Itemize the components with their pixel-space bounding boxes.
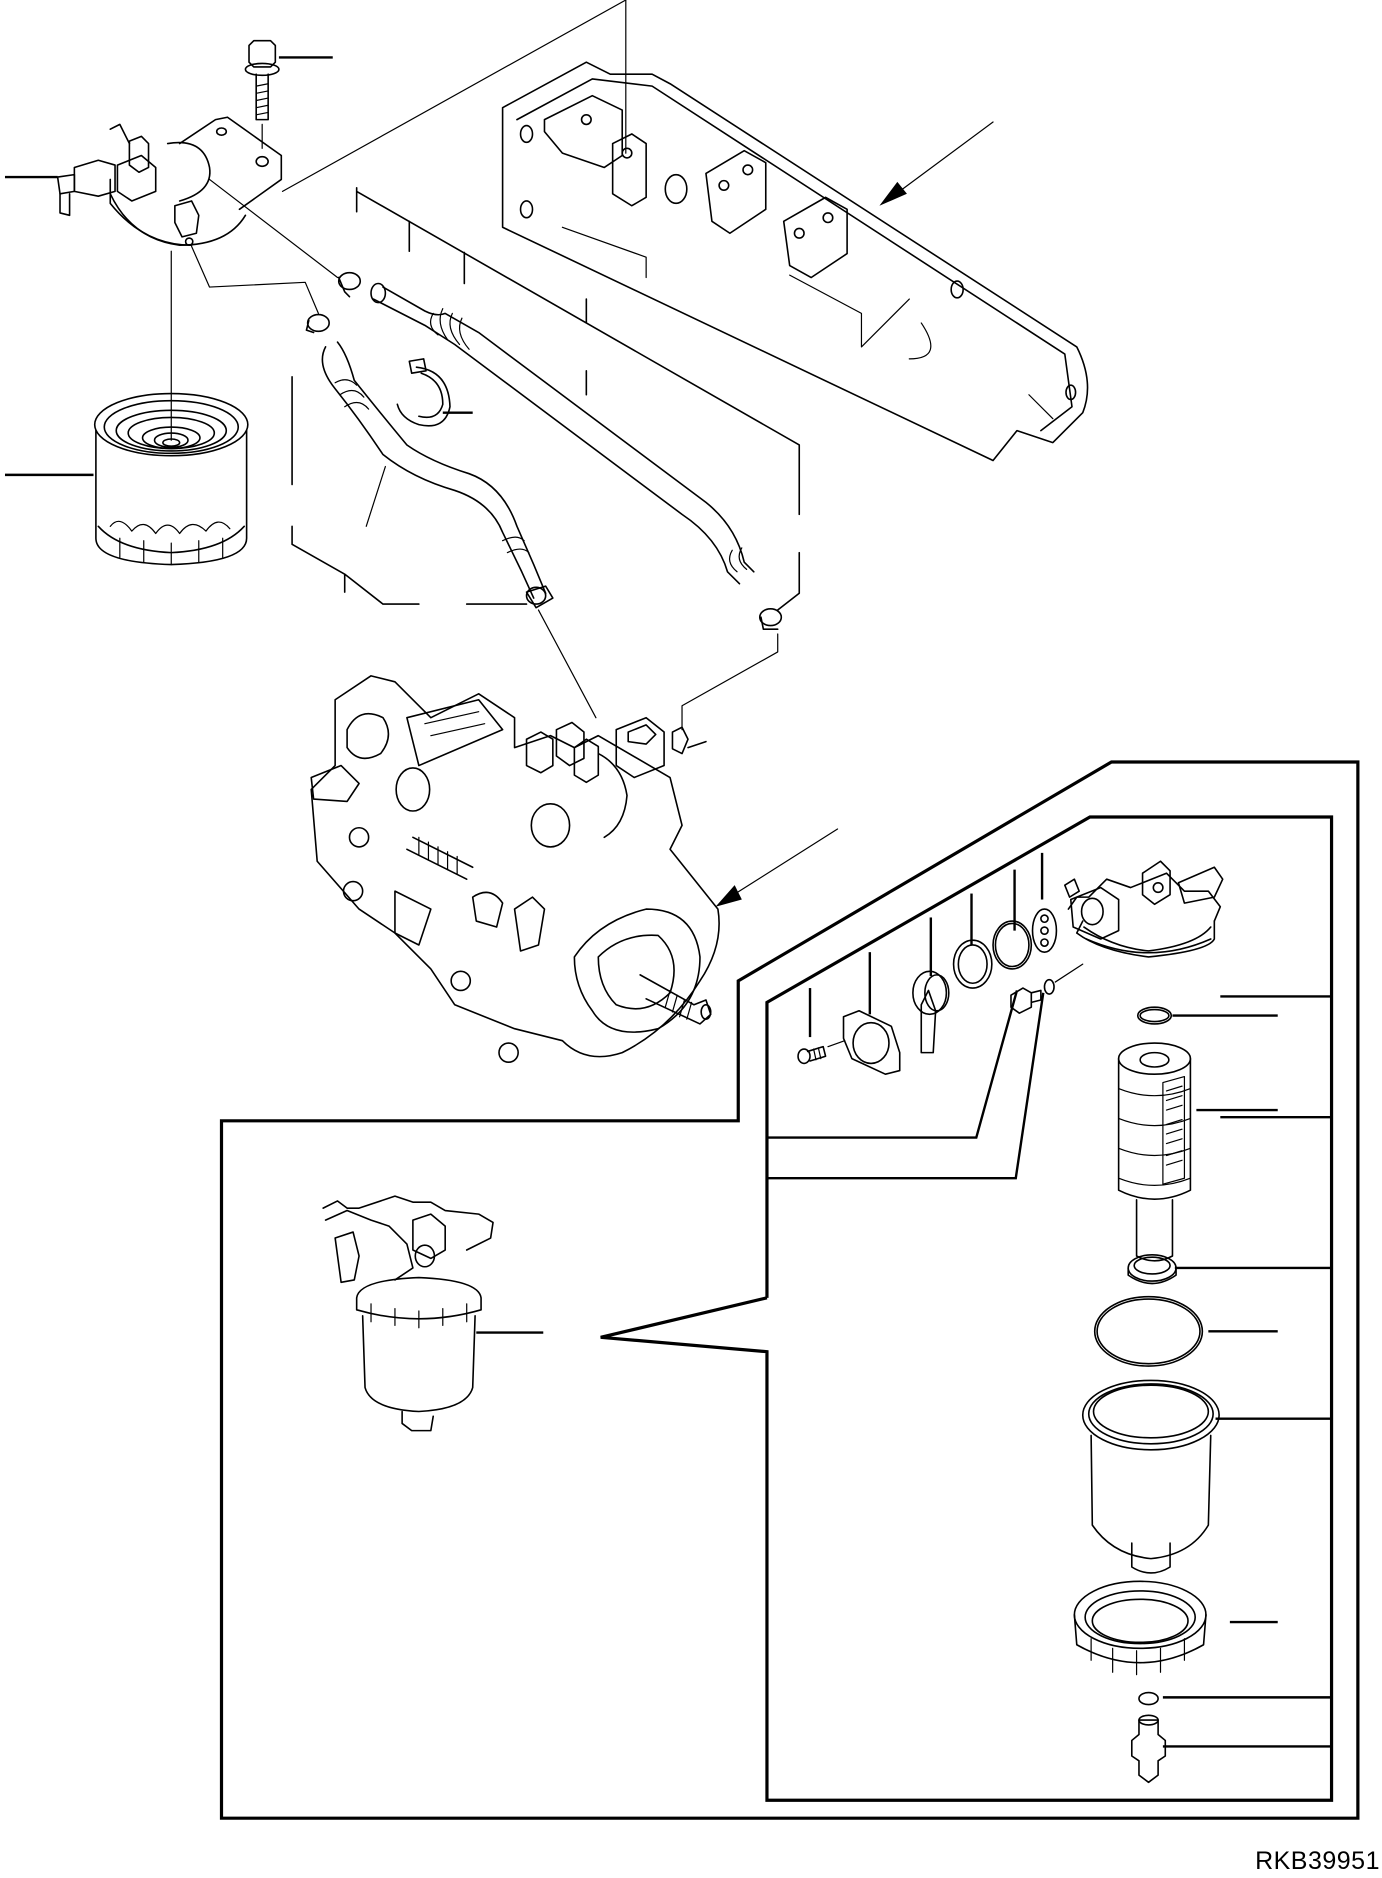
fuel-hose-bent[interactable]: Fuel hose bbox=[322, 342, 552, 608]
o-ring-small[interactable]: O-ring bbox=[1044, 980, 1054, 994]
direction-arrow-pump bbox=[715, 829, 838, 907]
cock-lever[interactable]: Cock lever bbox=[913, 971, 949, 1052]
mounting-bolt[interactable]: Mounting bolt bbox=[245, 41, 278, 120]
separator-head[interactable]: Separator head bbox=[1065, 861, 1223, 957]
retainer-plate[interactable]: Plate bbox=[844, 1011, 900, 1074]
o-ring-bowl[interactable]: O-ring bbox=[1095, 1297, 1203, 1366]
filter-element[interactable]: Filter element bbox=[1119, 1043, 1191, 1261]
outer-frame bbox=[222, 762, 1358, 1818]
band-clamp[interactable]: Band clamp bbox=[397, 359, 450, 426]
air-bleed-plug[interactable]: Plug bbox=[1011, 988, 1041, 1013]
water-level-sensor[interactable]: Sensor bbox=[1132, 1715, 1165, 1782]
valve-plate[interactable]: Valve plate bbox=[1033, 909, 1057, 952]
guide-line-clamp-2 bbox=[210, 179, 338, 277]
intake-manifold[interactable]: Manifold bbox=[503, 62, 1088, 460]
o-ring-sensor[interactable]: O-ring bbox=[1139, 1693, 1158, 1705]
o-ring-element[interactable]: O-ring bbox=[1138, 1007, 1171, 1024]
guide-line-head-manifold bbox=[283, 0, 626, 191]
group-bracket-hoses bbox=[292, 188, 799, 610]
guide-line-bent-hose bbox=[366, 467, 385, 527]
guide-o-ring-head bbox=[1055, 964, 1083, 982]
packing[interactable]: Packing bbox=[954, 940, 992, 988]
guide-line-pump-inlet bbox=[538, 610, 595, 718]
screw[interactable]: Screw bbox=[798, 1047, 826, 1064]
inner-frame-divider-1 bbox=[767, 990, 1017, 1137]
separator-bowl[interactable]: Bowl bbox=[1083, 1380, 1219, 1573]
fuel-injection-pump[interactable]: Fuel injection pump bbox=[311, 676, 719, 1062]
inner-frame bbox=[601, 817, 1332, 1800]
guide-screw-plate bbox=[828, 1041, 845, 1047]
guide-line-pump-outlet bbox=[682, 634, 778, 730]
figure-reference-code: RKB39951 bbox=[1255, 1847, 1380, 1875]
spacer-ring[interactable]: Ring bbox=[1128, 1255, 1176, 1284]
fuel-hose-long[interactable]: Fuel hose bbox=[371, 283, 754, 583]
inner-frame-divider-2 bbox=[767, 993, 1043, 1178]
ring-nut[interactable]: Ring nut bbox=[1074, 1581, 1206, 1674]
guide-line-clamp bbox=[192, 246, 319, 313]
filter-head[interactable]: Fuel filter head bbox=[58, 117, 282, 245]
water-separator-assembly[interactable]: Water separator assembly bbox=[323, 1196, 493, 1430]
hose-clamp-upper-1[interactable]: Hose clamp bbox=[339, 273, 361, 297]
o-ring-large[interactable]: O-ring bbox=[993, 921, 1031, 969]
hose-clamp-lower-1[interactable]: Hose clamp bbox=[527, 587, 546, 604]
hose-clamp-lower-2[interactable]: Hose clamp bbox=[760, 609, 782, 629]
hose-clamp-upper-2[interactable]: Hose clamp bbox=[306, 315, 329, 333]
direction-arrow-manifold bbox=[879, 122, 993, 206]
